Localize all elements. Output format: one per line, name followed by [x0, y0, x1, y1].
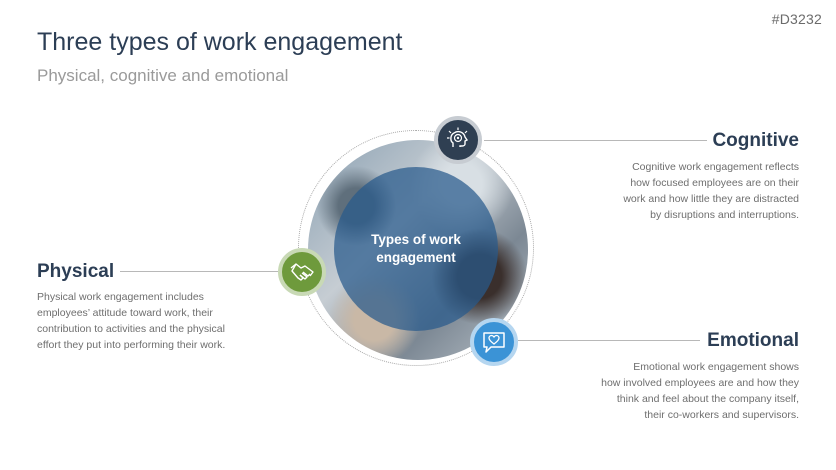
cognitive-badge — [434, 116, 482, 164]
physical-description: Physical work engagement includes employ… — [37, 291, 226, 351]
physical-connector-line — [120, 271, 278, 272]
page-title: Three types of work engagement — [37, 28, 403, 56]
emotional-connector-line — [518, 340, 700, 341]
brain-head-icon — [447, 127, 469, 147]
cognitive-description: Cognitive work engagement reflects how f… — [623, 161, 799, 221]
cognitive-heading: Cognitive — [712, 130, 799, 151]
emotional-heading: Emotional — [707, 330, 799, 351]
center-circle: Types of work engagement — [334, 167, 498, 331]
heart-chat-icon — [483, 332, 505, 353]
physical-heading: Physical — [37, 261, 115, 282]
handshake-icon — [290, 263, 314, 281]
slide-id: #D3232 — [771, 11, 822, 27]
cognitive-connector-line — [484, 140, 707, 141]
emotional-badge — [470, 318, 518, 366]
center-label: Types of work engagement — [371, 232, 461, 265]
physical-badge — [278, 248, 326, 296]
emotional-description: Emotional work engagement shows how invo… — [601, 361, 799, 421]
page-subtitle: Physical, cognitive and emotional — [37, 66, 289, 85]
